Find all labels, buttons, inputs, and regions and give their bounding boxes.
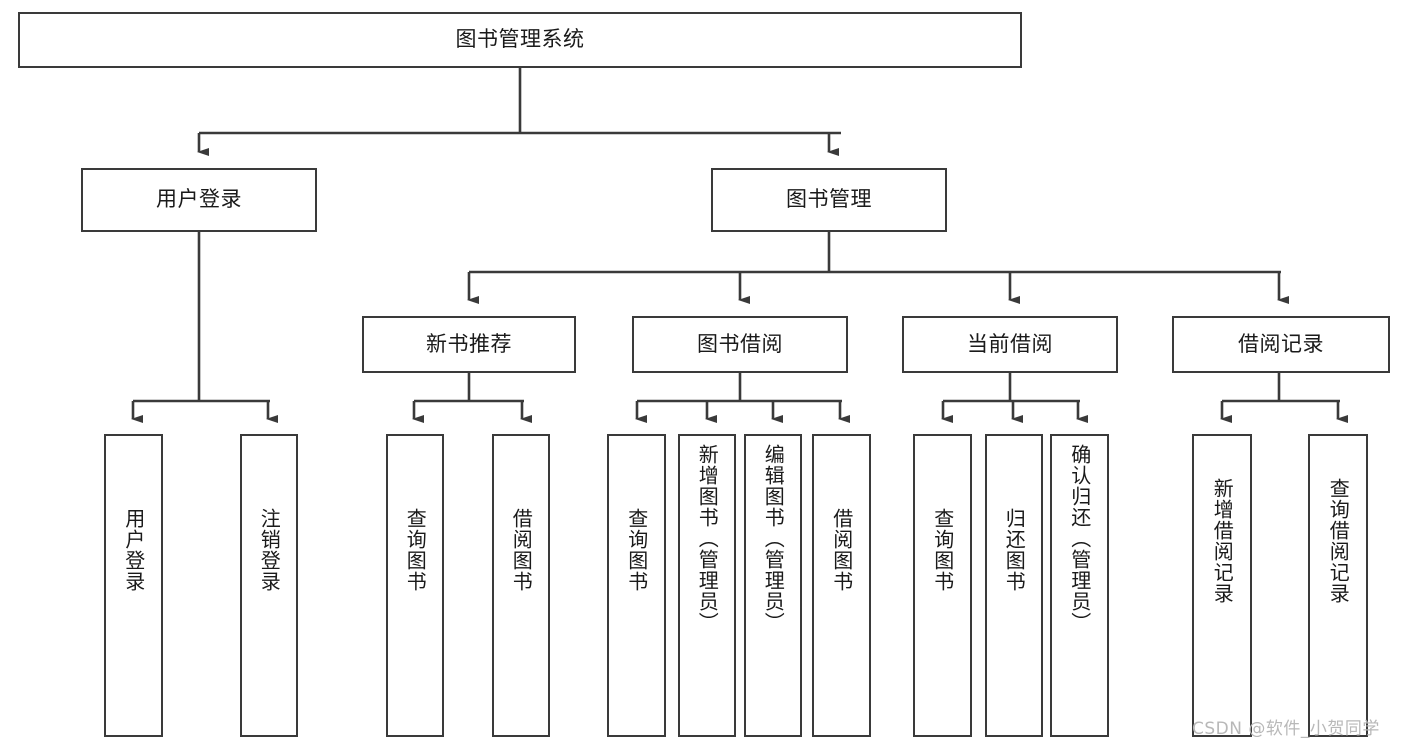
leaf-user-login-logout-label: 注销登录 [257, 508, 282, 592]
leaf-book-borrow-query[interactable]: 查询图书 [607, 434, 666, 737]
node-root-label: 图书管理系统 [455, 27, 585, 52]
leaf-current-borrow-return[interactable]: 归还图书 [985, 434, 1043, 737]
node-root[interactable]: 图书管理系统 [18, 12, 1022, 68]
leaf-current-borrow-query[interactable]: 查询图书 [913, 434, 972, 737]
leaf-book-borrow-add[interactable]: 新增图书（管理员） [678, 434, 736, 737]
node-current-borrow[interactable]: 当前借阅 [902, 316, 1118, 373]
leaf-book-borrow-borrow-label: 借阅图书 [829, 508, 854, 592]
node-book-borrow[interactable]: 图书借阅 [632, 316, 848, 373]
node-new-book-recommend[interactable]: 新书推荐 [362, 316, 576, 373]
node-book-borrow-label: 图书借阅 [697, 331, 783, 356]
leaf-book-borrow-edit-label: 编辑图书（管理员） [761, 444, 786, 633]
leaf-borrow-record-query-label: 查询借阅记录 [1326, 478, 1351, 604]
node-book-management-label: 图书管理 [786, 187, 872, 212]
node-user-login[interactable]: 用户登录 [81, 168, 317, 232]
csdn-watermark: CSDN @软件_小贺同学 [1192, 719, 1380, 739]
leaf-borrow-record-add-label: 新增借阅记录 [1210, 478, 1235, 604]
leaf-new-book-query[interactable]: 查询图书 [386, 434, 444, 737]
leaf-book-borrow-add-label: 新增图书（管理员） [695, 444, 720, 633]
leaf-book-borrow-borrow[interactable]: 借阅图书 [812, 434, 871, 737]
leaf-user-login-login-label: 用户登录 [121, 508, 146, 592]
leaf-user-login-logout[interactable]: 注销登录 [240, 434, 298, 737]
leaf-current-borrow-query-label: 查询图书 [930, 508, 955, 592]
node-borrow-record-label: 借阅记录 [1238, 331, 1324, 356]
node-new-book-recommend-label: 新书推荐 [426, 331, 512, 356]
leaf-book-borrow-edit[interactable]: 编辑图书（管理员） [744, 434, 802, 737]
leaf-new-book-query-label: 查询图书 [403, 508, 428, 592]
node-book-management[interactable]: 图书管理 [711, 168, 947, 232]
node-current-borrow-label: 当前借阅 [967, 331, 1053, 356]
leaf-current-borrow-return-label: 归还图书 [1002, 508, 1027, 592]
node-borrow-record[interactable]: 借阅记录 [1172, 316, 1390, 373]
leaf-user-login-login[interactable]: 用户登录 [104, 434, 163, 737]
leaf-book-borrow-query-label: 查询图书 [624, 508, 649, 592]
leaf-current-borrow-confirm-label: 确认归还（管理员） [1067, 444, 1092, 633]
node-user-login-label: 用户登录 [156, 187, 242, 212]
leaf-new-book-borrow[interactable]: 借阅图书 [492, 434, 550, 737]
leaf-current-borrow-confirm[interactable]: 确认归还（管理员） [1050, 434, 1109, 737]
leaf-borrow-record-add[interactable]: 新增借阅记录 [1192, 434, 1252, 737]
leaf-borrow-record-query[interactable]: 查询借阅记录 [1308, 434, 1368, 737]
leaf-new-book-borrow-label: 借阅图书 [509, 508, 534, 592]
